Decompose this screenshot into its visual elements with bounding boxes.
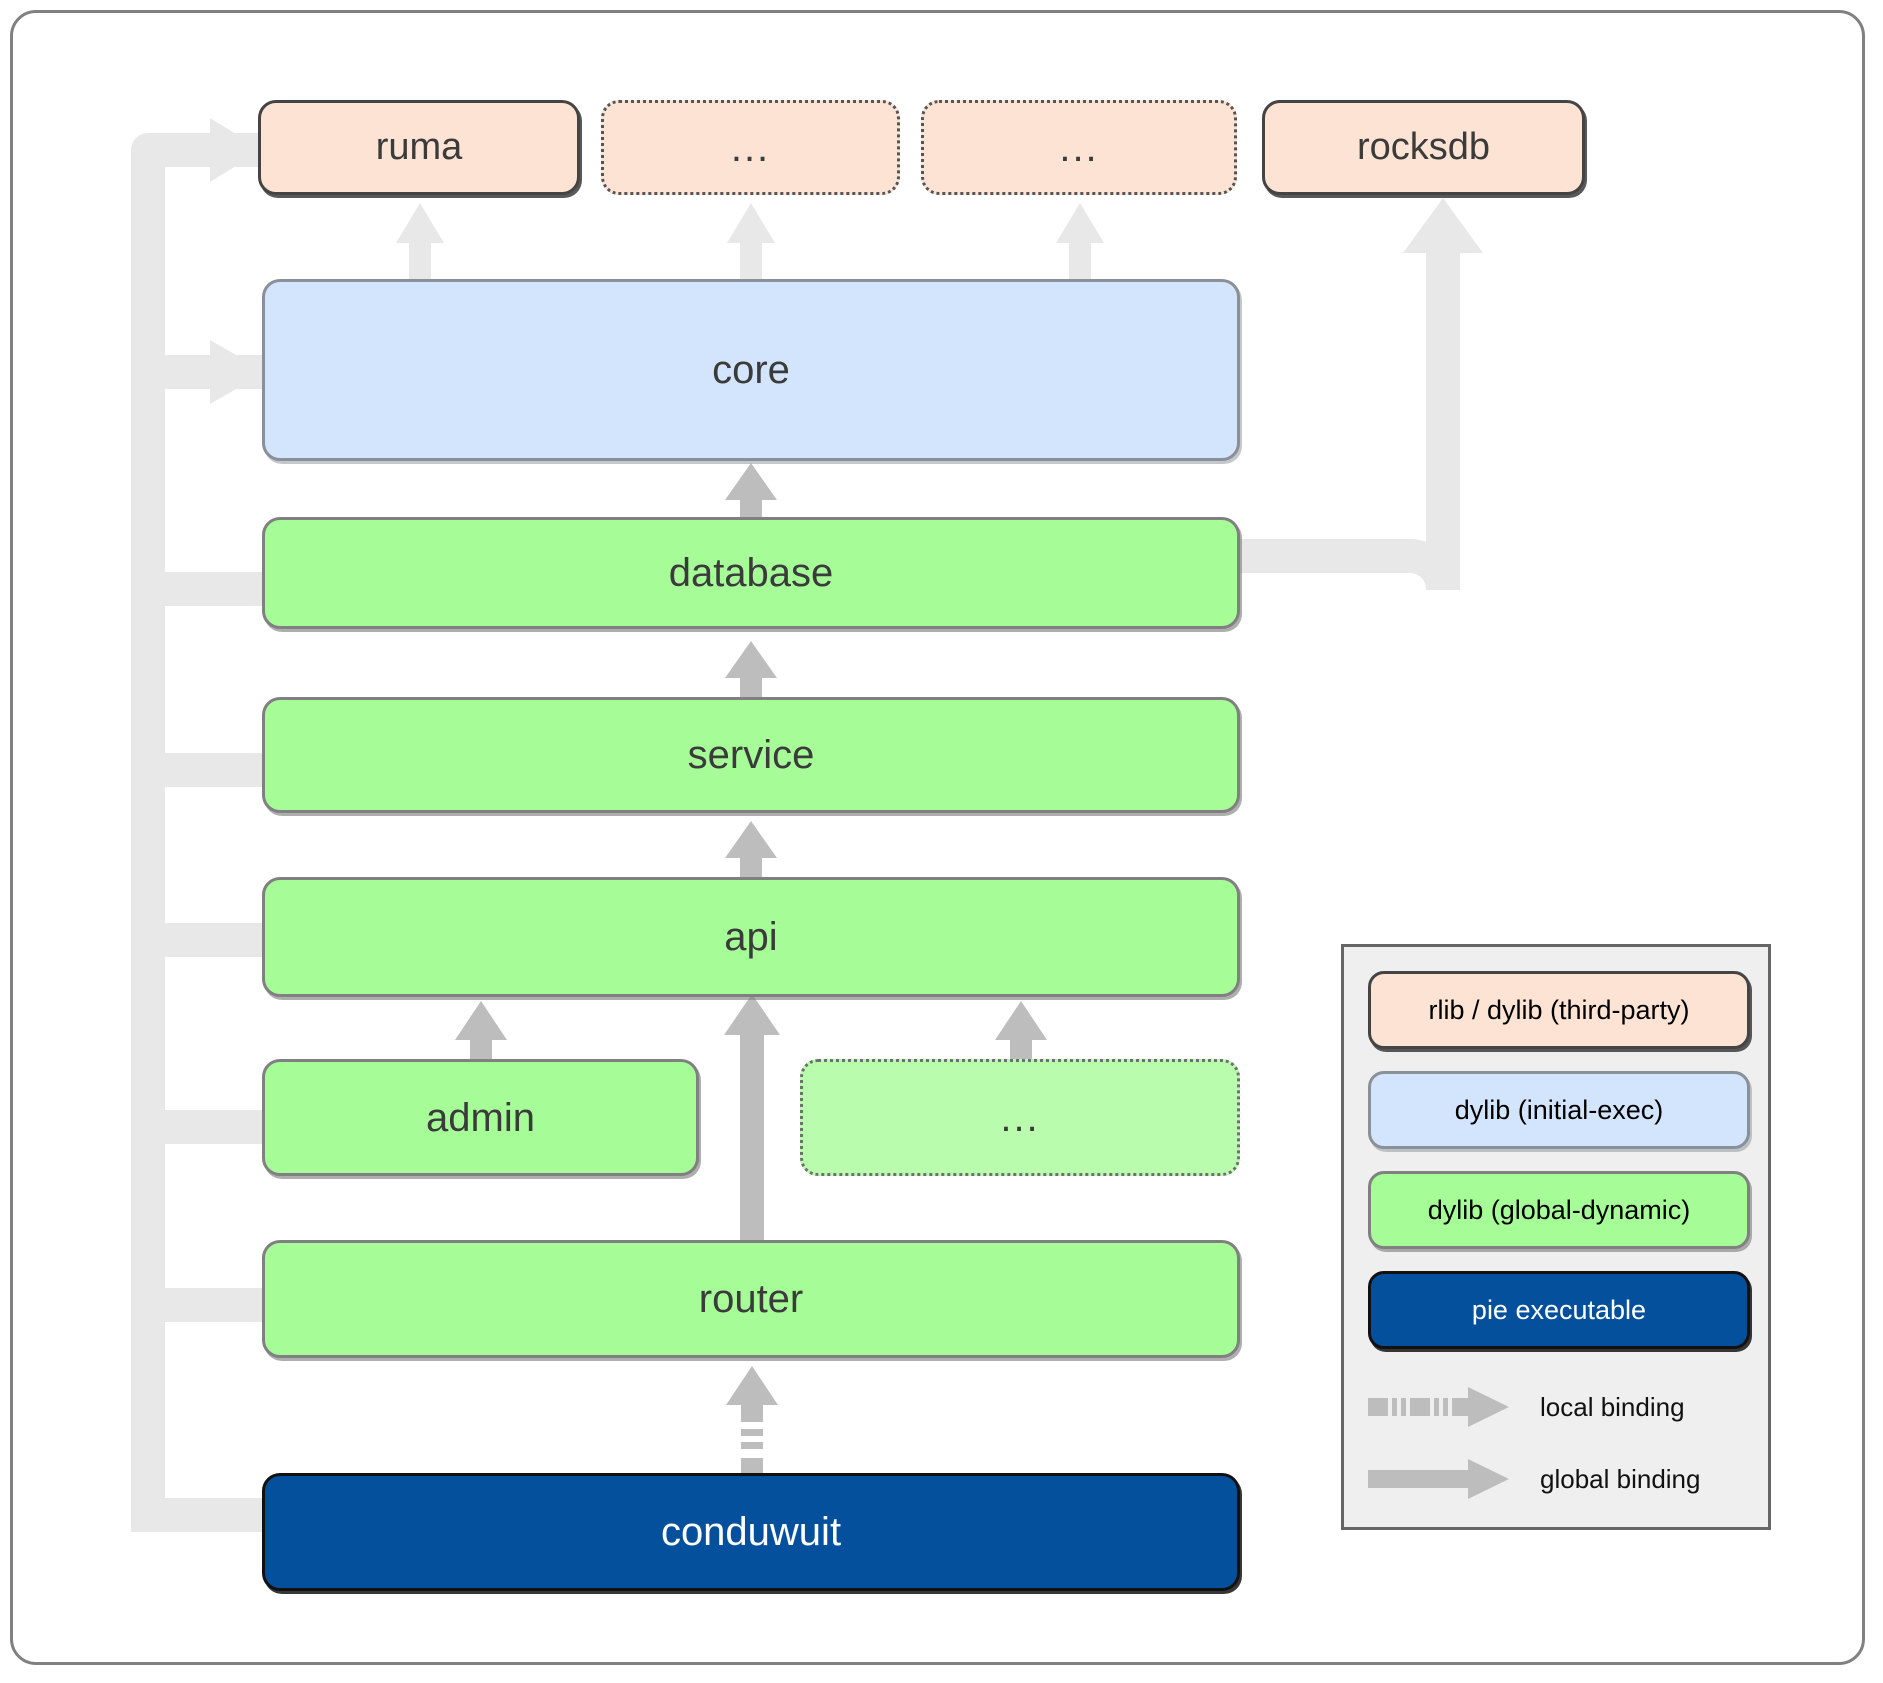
node-service-label: service bbox=[687, 733, 815, 777]
legend-swatch-pie-executable-label: pie executable bbox=[1471, 1294, 1647, 1325]
node-thirdparty-ellipsis-2-label: ... bbox=[1059, 125, 1099, 170]
legend-swatch-initial-exec-label: dylib (initial-exec) bbox=[1454, 1094, 1664, 1125]
node-globaldynamic-ellipsis[interactable]: ... bbox=[800, 1059, 1240, 1176]
legend-swatch-third-party: rlib / dylib (third-party) bbox=[1368, 971, 1750, 1049]
node-admin[interactable]: admin bbox=[262, 1059, 699, 1176]
legend-swatch-initial-exec: dylib (initial-exec) bbox=[1368, 1071, 1750, 1149]
legend-swatch-global-dynamic-label: dylib (global-dynamic) bbox=[1427, 1194, 1691, 1225]
node-ruma-label: ruma bbox=[375, 125, 463, 168]
node-globaldynamic-ellipsis-label: ... bbox=[1000, 1095, 1040, 1140]
node-thirdparty-ellipsis-1-label: ... bbox=[730, 125, 771, 170]
legend-row-local-binding-label: local binding bbox=[1540, 1391, 1685, 1422]
node-router-label: router bbox=[698, 1277, 804, 1321]
node-service[interactable]: service bbox=[262, 697, 1240, 813]
legend-row-global-binding: global binding bbox=[1368, 1451, 1750, 1507]
node-core[interactable]: core bbox=[262, 279, 1240, 461]
node-core-label: core bbox=[712, 348, 790, 392]
legend-row-global-binding-label: global binding bbox=[1540, 1463, 1701, 1494]
node-router[interactable]: router bbox=[262, 1240, 1240, 1358]
node-database-label: database bbox=[668, 551, 834, 595]
node-admin-label: admin bbox=[426, 1095, 535, 1140]
legend-row-local-binding: local binding bbox=[1368, 1379, 1750, 1435]
node-thirdparty-ellipsis-1[interactable]: ... bbox=[601, 100, 900, 195]
node-conduwuit-label: conduwuit bbox=[660, 1510, 842, 1554]
node-database[interactable]: database bbox=[262, 517, 1240, 629]
node-rocksdb[interactable]: rocksdb bbox=[1262, 100, 1585, 195]
legend-swatch-pie-executable: pie executable bbox=[1368, 1271, 1750, 1349]
node-thirdparty-ellipsis-2[interactable]: ... bbox=[921, 100, 1237, 195]
node-ruma[interactable]: ruma bbox=[258, 100, 580, 195]
node-api[interactable]: api bbox=[262, 877, 1240, 997]
node-conduwuit[interactable]: conduwuit bbox=[262, 1473, 1240, 1591]
node-api-label: api bbox=[724, 915, 778, 959]
legend-swatch-global-dynamic: dylib (global-dynamic) bbox=[1368, 1171, 1750, 1249]
dashed-arrow-icon bbox=[1368, 1387, 1509, 1427]
node-rocksdb-label: rocksdb bbox=[1356, 125, 1491, 168]
legend-panel: rlib / dylib (third-party) dylib (initia… bbox=[1341, 944, 1771, 1530]
solid-arrow-icon bbox=[1368, 1459, 1509, 1499]
legend-swatch-third-party-label: rlib / dylib (third-party) bbox=[1428, 994, 1690, 1025]
